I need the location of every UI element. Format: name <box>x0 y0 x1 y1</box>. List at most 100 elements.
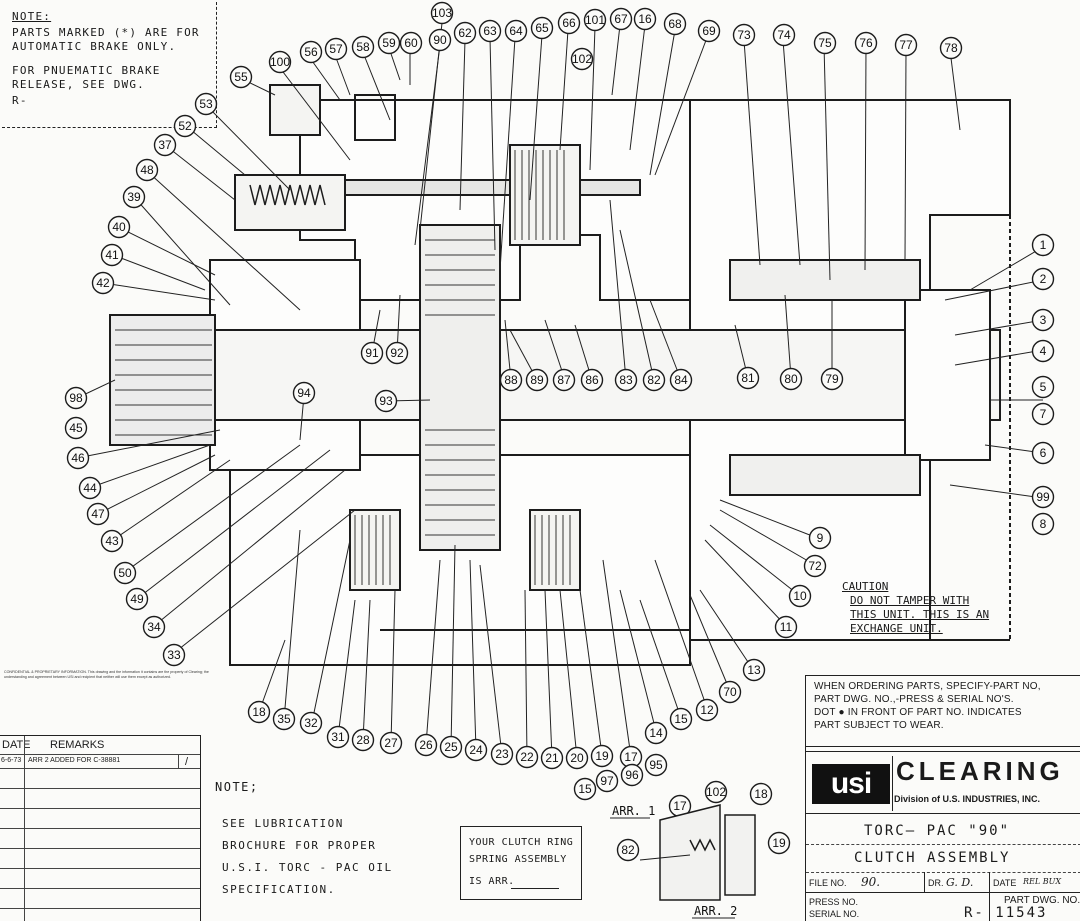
callout-circle <box>324 37 348 61</box>
part-callout: 78 <box>939 36 963 60</box>
callout-circle <box>122 185 146 209</box>
callout-number: 31 <box>331 730 345 744</box>
lube-note-line: U.S.I. TORC - PAC OIL <box>222 861 393 874</box>
file-no-value: 90. <box>861 875 881 889</box>
callout-number: 88 <box>504 373 518 387</box>
callout-number: 70 <box>723 685 737 699</box>
callout-circle <box>854 31 878 55</box>
lube-note-line: BROCHURE FOR PROPER <box>222 839 377 852</box>
callout-circle <box>229 65 253 89</box>
part-callout: 3 <box>1031 308 1055 332</box>
arr2-detail-drawing <box>639 804 756 901</box>
callout-circle <box>633 7 657 31</box>
part-callout: 17 <box>668 794 692 818</box>
part-callout: 7 <box>1031 402 1055 426</box>
callout-circle <box>464 738 488 762</box>
note-line: FOR PNUEMATIC BRAKE <box>12 64 161 77</box>
callout-circle <box>595 769 619 793</box>
callout-circle <box>113 561 137 585</box>
callout-circle <box>504 19 528 43</box>
callout-circle <box>894 33 918 57</box>
callout-number: 33 <box>167 648 181 662</box>
callout-circle <box>779 367 803 391</box>
callout-circle <box>162 643 186 667</box>
ordering-line: WHEN ORDERING PARTS, SPECIFY-PART NO, <box>814 681 1041 692</box>
company-name: CLEARING <box>896 756 1064 786</box>
part-callout: 40 <box>107 215 131 239</box>
callout-number: 99 <box>1036 490 1050 504</box>
arr2-label: ARR. 2 <box>694 904 737 918</box>
callout-circle <box>570 47 594 71</box>
part-callout: 31 <box>326 725 350 749</box>
callout-circle <box>557 11 581 35</box>
callout-circle <box>351 728 375 752</box>
callout-number: 8 <box>1040 517 1047 531</box>
callout-circle <box>669 707 693 731</box>
callout-number: 15 <box>674 712 688 726</box>
part-callout: 76 <box>854 31 878 55</box>
part-callout: 102 <box>704 780 728 804</box>
part-callout: 15 <box>573 777 597 801</box>
part-callout: 41 <box>100 243 124 267</box>
note-line: RELEASE, SEE DWG. <box>12 78 145 91</box>
callout-circle <box>1031 375 1055 399</box>
callout-circle <box>732 23 756 47</box>
part-callout: 42 <box>91 271 115 295</box>
part-callout: 91 <box>360 341 384 365</box>
callout-number: 84 <box>674 373 688 387</box>
callout-number: 80 <box>784 372 798 386</box>
serial-no-label: SERIAL NO. <box>809 909 860 919</box>
callout-circle <box>772 23 796 47</box>
part-callout: 12 <box>695 698 719 722</box>
callout-circle <box>1031 267 1055 291</box>
part-callout: 63 <box>478 19 502 43</box>
assembly-outline <box>109 84 1011 666</box>
spring-assembly-box: YOUR CLUTCH RING SPRING ASSEMBLY IS ARR. <box>460 826 582 900</box>
lube-note-line: SPECIFICATION. <box>222 883 336 896</box>
callout-number: 96 <box>625 768 639 782</box>
callout-circle <box>813 31 837 55</box>
callout-number: 17 <box>624 750 638 764</box>
leader-lines <box>76 22 1044 759</box>
part-callout: 48 <box>135 158 159 182</box>
callout-circle <box>374 389 398 413</box>
part-callout: 99 <box>1031 485 1055 509</box>
brake-note-box: NOTE: PARTS MARKED (*) ARE FOR AUTOMATIC… <box>2 2 217 128</box>
callout-circle <box>820 367 844 391</box>
title-block: WHEN ORDERING PARTS, SPECIFY-PART NO, PA… <box>805 675 1080 921</box>
part-callout: 69 <box>697 19 721 43</box>
callout-number: 78 <box>944 41 958 55</box>
part-callout: 46 <box>66 446 90 470</box>
callout-number: 82 <box>647 373 661 387</box>
callout-number: 4 <box>1040 344 1047 358</box>
part-callout: 37 <box>153 133 177 157</box>
part-callout: 84 <box>669 368 693 392</box>
callout-circle <box>695 698 719 722</box>
callout-number: 27 <box>384 736 398 750</box>
part-callout: 11 <box>774 615 798 639</box>
callout-number: 44 <box>83 481 97 495</box>
callout-number: 17 <box>673 799 687 813</box>
confidential-notice: CONFIDENTIAL & PROPRIETARY INFORMATION. … <box>4 670 209 679</box>
part-callout: 57 <box>324 37 348 61</box>
callout-circle <box>100 529 124 553</box>
callout-circle <box>100 243 124 267</box>
callout-number: 72 <box>808 559 822 573</box>
callout-number: 19 <box>772 836 786 850</box>
callout-number: 97 <box>600 774 614 788</box>
callout-number: 75 <box>818 36 832 50</box>
part-callout: 39 <box>122 185 146 209</box>
revisions-table: DATE REMARKS 6-6-73 ARR 2 ADDED FOR C-38… <box>0 735 201 921</box>
part-callout: 86 <box>580 368 604 392</box>
callout-circle <box>1031 512 1055 536</box>
callout-circle <box>78 476 102 500</box>
callout-circle <box>91 271 115 295</box>
callout-circle <box>749 782 773 806</box>
drawn-by-value: G. D. <box>946 876 974 889</box>
callout-number: 10 <box>793 589 807 603</box>
part-callout: 45 <box>64 416 88 440</box>
callout-number: 24 <box>469 743 483 757</box>
callout-number: 58 <box>356 40 370 54</box>
drawing-title-line1: TORC– PAC "90" <box>864 823 1011 839</box>
part-callout: 27 <box>379 731 403 755</box>
